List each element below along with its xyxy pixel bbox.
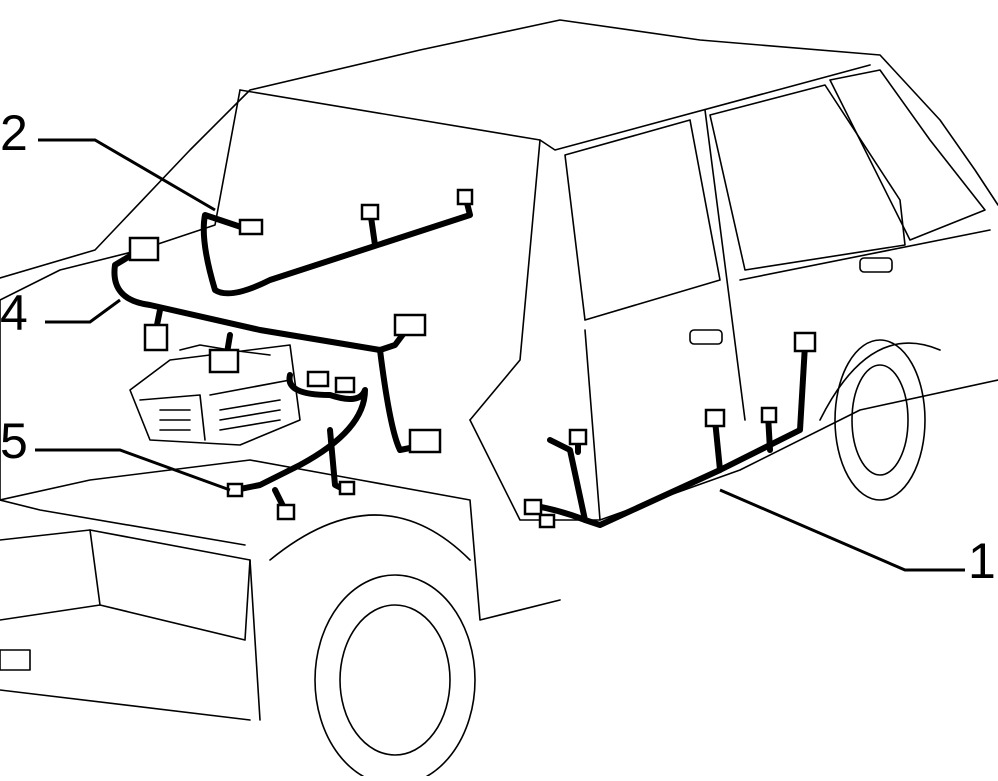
headlight	[89, 529, 251, 641]
callout-1: 1	[968, 533, 996, 589]
harness-1-connector	[704, 408, 726, 428]
rear-door-window	[709, 84, 906, 271]
harness-4-connector	[408, 428, 442, 454]
callout-2: 2	[0, 105, 28, 161]
harness-1-connector	[568, 428, 588, 446]
leader-line-5	[35, 448, 231, 492]
harness-1-connector	[760, 406, 778, 424]
harness-5-connector	[334, 376, 356, 394]
harness-1-connector	[523, 498, 543, 516]
car-body	[0, 19, 998, 781]
callout-4: 4	[0, 285, 28, 341]
harness-4-connector	[143, 323, 169, 352]
front-door-window	[564, 119, 721, 321]
fog-light	[0, 649, 31, 671]
engine-block	[129, 344, 301, 446]
harness-2-connector	[456, 188, 474, 206]
harness-1-connector	[538, 513, 556, 529]
harness-4-connector	[393, 313, 427, 337]
harness-5-connector	[338, 480, 356, 496]
harness-2-connector	[238, 218, 264, 236]
leader-line-4	[45, 298, 121, 324]
leader-line-1	[719, 488, 965, 572]
rear-wheel	[834, 339, 926, 501]
harness-5-connector	[306, 370, 330, 388]
front-wheel	[314, 574, 476, 781]
rear-door-handle	[859, 257, 893, 273]
harness-4-connector	[128, 236, 160, 262]
front-door-handle	[689, 329, 723, 345]
harness-5-connector	[276, 503, 296, 521]
harness-4	[111, 236, 442, 454]
harness-4-connector	[208, 348, 240, 374]
harness-2	[200, 188, 474, 297]
harness-2-connector	[360, 203, 380, 221]
harness-1	[523, 331, 817, 529]
rear-quarter-window	[829, 69, 986, 241]
leader-line-2	[38, 138, 216, 212]
harness-5-connector	[226, 482, 244, 498]
harness-1-connector	[793, 331, 817, 353]
callout-5: 5	[0, 413, 28, 469]
